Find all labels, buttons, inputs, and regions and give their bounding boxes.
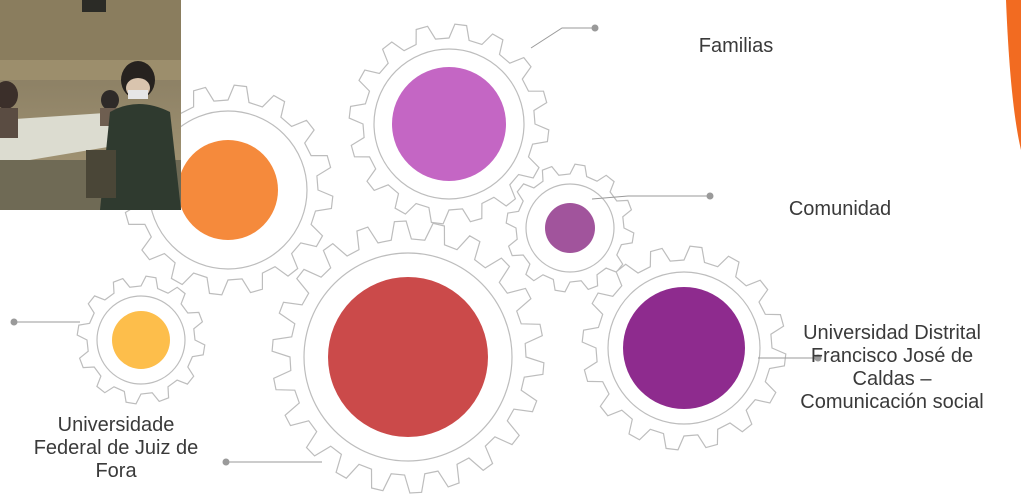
label-udistrital: Universidad Distrital Francisco José de … [774,322,1010,414]
gear-center-circle [112,311,170,369]
label-ufjf-line-3: Fora [95,460,137,482]
classroom-photo [0,0,181,210]
gear-inner-ring [525,183,615,273]
label-ufjf: Universidade Federal de Juiz de Fora [0,414,232,483]
gear-center-circle [328,277,488,437]
gear-center [271,220,545,494]
label-ufjf-line-1: Universidade [57,414,175,436]
gear-inner-ring [96,295,186,385]
label-comunidad: Comunidad [788,198,892,220]
connector-ufjf-dot [222,458,230,466]
gear-familias [348,23,550,225]
label-familias: Familias [698,35,774,57]
gear-comunidad [505,163,635,293]
connector-left-dot [10,318,18,326]
label-udistrital-line-3: Caldas – [852,368,932,390]
gear-inner-ring [373,48,525,200]
label-udistrital-line-1: Universidad Distrital [803,322,981,344]
connector-comunidad-dot [706,192,714,200]
label-udistrital-line-2: Francisco José de [810,345,974,367]
gear-udistrital [581,245,787,451]
gear-center-circle [623,287,745,409]
connector-udistrital-dot [814,354,822,362]
label-udistrital-line-4: Comunicación social [800,391,984,413]
connector-familias [530,27,595,49]
gear-center-circle [178,140,278,240]
gear-center-circle [392,67,506,181]
label-ufjf-line-2: Federal de Juiz de [33,437,199,459]
connector-comunidad [591,195,710,200]
connector-familias-dot [591,24,599,32]
gear-inner-ring [607,271,761,425]
gear-inner-ring [303,252,513,462]
accent-shape [1006,0,1021,150]
gear-ufjf [76,275,206,405]
gear-center-circle [545,203,595,253]
